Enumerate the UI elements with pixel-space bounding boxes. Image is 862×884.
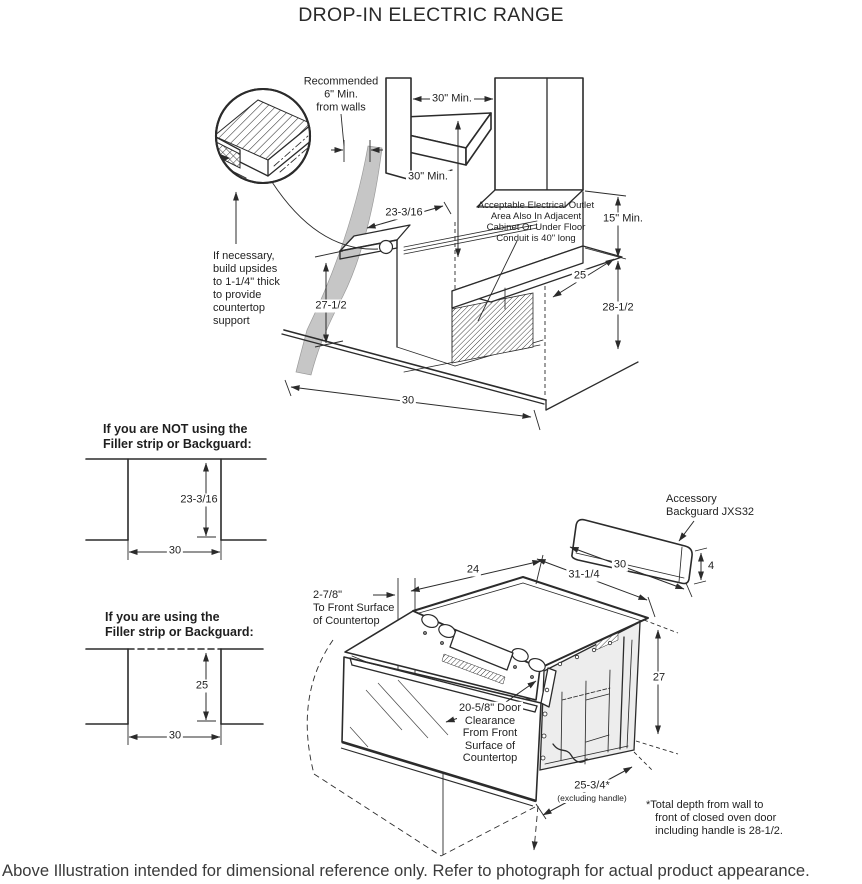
range-hood (403, 112, 492, 166)
dim-width-with-filler: 30 (166, 729, 184, 743)
side-vent (595, 632, 619, 651)
page-title: DROP-IN ELECTRIC RANGE (298, 4, 564, 26)
countertop-edge-detail-circle (214, 87, 394, 255)
dim-backguard-4: 4 (708, 560, 715, 572)
note-recommended: Recommended 6" Min. from walls (303, 75, 379, 114)
base-cabinet-cutout (281, 220, 639, 411)
range-drawing (306, 518, 708, 857)
note-electrical-outlet: Acceptable Electrical Outlet Area Also I… (477, 200, 595, 244)
corner-trim (540, 667, 557, 708)
note-countertop-support: If necessary, build upsides to 1-1/4" th… (213, 250, 280, 327)
display-window (449, 629, 514, 671)
dim-31-1-4: 31-1/4 (566, 568, 602, 582)
control-knobs (421, 613, 546, 679)
flex-conduit (552, 743, 588, 763)
dim-27-1-2: 27-1/2 (313, 299, 349, 313)
dim-24: 24 (464, 563, 482, 577)
dim-width-no-filler: 30 (166, 544, 184, 558)
control-panel (344, 610, 546, 701)
dim-28-1-2: 28-1/2 (600, 301, 636, 315)
upper-installation-drawing (214, 77, 639, 431)
dim-25-3-4: 25-3/4* (572, 779, 612, 793)
side-panel (539, 620, 641, 771)
door-reflection-lines (349, 679, 449, 748)
dim-25-3-4-sub: (excluding handle) (555, 793, 629, 803)
dim-30min-height: 30" Min. (406, 170, 450, 184)
oven-door (340, 656, 557, 807)
label-accessory-backguard: Accessory Backguard JXS32 (666, 493, 755, 518)
dim-27: 27 (650, 671, 668, 685)
edge-callout-circle (378, 239, 394, 255)
vent-grille (441, 653, 506, 685)
upper-cabinet-right (476, 77, 627, 247)
dim-23-3-16: 23-3/16 (383, 206, 425, 220)
dim-25-counter: 25 (571, 269, 589, 283)
note-front-surface: 2-7/8" To Front Surface of Countertop (313, 589, 395, 627)
dim-30-cutout: 30 (399, 394, 417, 408)
dim-depth-with-filler: 25 (193, 679, 211, 693)
note-door-clearance: 20-5/8" Door Clearance From Front Surfac… (457, 701, 523, 765)
caption: Above Illustration intended for dimensio… (2, 861, 810, 880)
heading-with-filler: If you are using the Filler strip or Bac… (105, 610, 254, 639)
dim-30min-width: 30" Min. (430, 92, 474, 106)
dim-15min: 15" Min. (601, 212, 645, 226)
heading-no-filler: If you are NOT using the Filler strip or… (103, 422, 252, 451)
dim-depth-no-filler: 23-3/16 (178, 493, 220, 507)
screws (540, 640, 613, 761)
dim-backguard-30: 30 (611, 558, 629, 572)
footnote-total-depth: *Total depth from wall to front of close… (646, 799, 783, 837)
